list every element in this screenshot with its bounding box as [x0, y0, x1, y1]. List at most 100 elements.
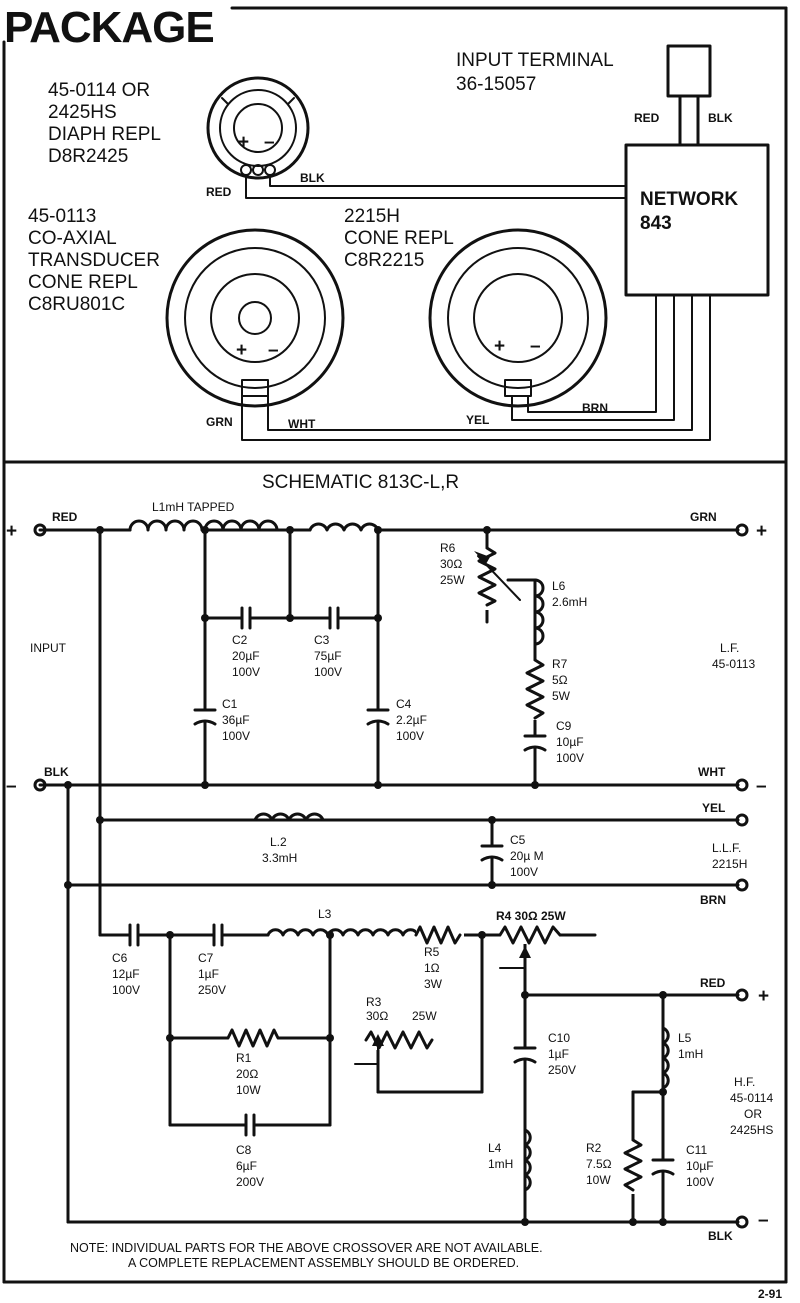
- capacitor-c4: [366, 708, 390, 726]
- c7-rating: 250V: [198, 983, 226, 997]
- resistor-r7: [525, 658, 545, 720]
- capacitor-c2: [240, 606, 252, 630]
- r3-name: R3: [366, 995, 382, 1009]
- out-plus-hf: +: [758, 986, 769, 1007]
- r7-rating: 5W: [552, 689, 571, 703]
- schematic-wiring: [38, 528, 740, 1224]
- r1-value: 20Ω: [236, 1067, 258, 1081]
- capacitor-c7: [212, 923, 224, 947]
- hf-part-b: 2425HS: [730, 1123, 773, 1137]
- coax-part-5: C8RU801C: [28, 294, 125, 315]
- schematic-terminals: [33, 523, 749, 1229]
- coax-part-4: CONE REPL: [28, 272, 138, 293]
- c4-rating: 100V: [396, 729, 424, 743]
- capacitor-c9: [523, 734, 547, 752]
- c11-value: 10µF: [686, 1159, 714, 1173]
- network-label: NETWORK: [640, 189, 738, 210]
- input-red-label: RED: [52, 510, 78, 524]
- coax-wht-label: WHT: [288, 417, 316, 431]
- out-plus-lf: +: [756, 521, 767, 542]
- r5-value: 1Ω: [424, 961, 440, 975]
- schematic-title: SCHEMATIC 813C-L,R: [262, 472, 459, 493]
- c6-value: 12µF: [112, 967, 140, 981]
- coax-part-2: CO-AXIAL: [28, 228, 117, 249]
- network-box: [624, 143, 770, 297]
- hf-plus: +: [238, 132, 249, 153]
- out-yel-label: YEL: [702, 801, 725, 815]
- l3-name: L3: [318, 907, 332, 921]
- capacitor-c8: [244, 1113, 256, 1137]
- lf-label: L.F.: [720, 641, 739, 655]
- hf-part-3: DIAPH REPL: [48, 124, 161, 145]
- input-terminal-label: INPUT TERMINAL: [456, 50, 614, 71]
- out-red-label: RED: [700, 976, 726, 990]
- c10-name: C10: [548, 1031, 570, 1045]
- inductor-l1-c: [308, 522, 380, 532]
- l1-label: L1mH TAPPED: [152, 500, 235, 514]
- r2-rating: 10W: [586, 1173, 611, 1187]
- capacitor-c10: [513, 1046, 537, 1064]
- terminal-blk-label: BLK: [708, 111, 733, 125]
- pictorial-wiring: [241, 174, 711, 441]
- c1-rating: 100V: [222, 729, 250, 743]
- c9-value: 10µF: [556, 735, 584, 749]
- llf-part: 2215H: [712, 857, 747, 871]
- llf-label: L.L.F.: [712, 841, 741, 855]
- l6-name: L6: [552, 579, 566, 593]
- junction-dots: [64, 526, 667, 1226]
- out-blk-label: BLK: [708, 1229, 733, 1243]
- c4-value: 2.2µF: [396, 713, 427, 727]
- lf-part: 45-0113: [712, 657, 755, 671]
- c10-value: 1µF: [548, 1047, 569, 1061]
- hf-part-2: 2425HS: [48, 102, 117, 123]
- coax-minus: –: [268, 340, 279, 361]
- woofer-minus: –: [530, 336, 541, 357]
- c3-rating: 100V: [314, 665, 342, 679]
- c10-rating: 250V: [548, 1063, 576, 1077]
- inductor-l2: [253, 812, 325, 822]
- input-plus: +: [6, 521, 17, 542]
- capacitor-c1: [193, 708, 217, 726]
- r5-rating: 3W: [424, 977, 443, 991]
- c6-rating: 100V: [112, 983, 140, 997]
- c11-rating: 100V: [686, 1175, 714, 1189]
- c8-name: C8: [236, 1143, 252, 1157]
- c5-name: C5: [510, 833, 526, 847]
- r3-rating-visible: 25W: [412, 1009, 437, 1023]
- woofer-part-1: 2215H: [344, 206, 400, 227]
- woofer-part-2: CONE REPL: [344, 228, 454, 249]
- r2-name: R2: [586, 1141, 602, 1155]
- capacitor-c6: [128, 923, 140, 947]
- hf-driver: [206, 76, 310, 180]
- c2-rating: 100V: [232, 665, 260, 679]
- l5-name: L5: [678, 1031, 692, 1045]
- coax-transducer: [165, 228, 345, 408]
- l6-value: 2.6mH: [552, 595, 587, 609]
- c7-name: C7: [198, 951, 214, 965]
- r6-name: R6: [440, 541, 456, 555]
- l2-value: 3.3mH: [262, 851, 297, 865]
- inductor-l4: [523, 1128, 532, 1192]
- network-number: 843: [640, 213, 672, 234]
- r5-name: R5: [424, 945, 440, 959]
- c7-value: 1µF: [198, 967, 219, 981]
- inductor-l5: [661, 1026, 670, 1090]
- r6-value: 30Ω: [440, 557, 462, 571]
- r6-rating: 25W: [440, 573, 465, 587]
- r7-value: 5Ω: [552, 673, 568, 687]
- out-brn-label: BRN: [700, 893, 726, 907]
- c3-name: C3: [314, 633, 330, 647]
- l4-name: L4: [488, 1141, 502, 1155]
- hf-blk-label: BLK: [300, 171, 325, 185]
- hf-label: H.F.: [734, 1075, 755, 1089]
- input-terminal-part: 36-15057: [456, 74, 536, 95]
- coax-part-1: 45-0113: [28, 206, 96, 227]
- capacitor-c3: [328, 606, 340, 630]
- woofer-yel-label: YEL: [466, 413, 489, 427]
- l2-name: L.2: [270, 835, 287, 849]
- c8-rating: 200V: [236, 1175, 264, 1189]
- resistor-r4: [498, 925, 562, 981]
- input-blk-label: BLK: [44, 765, 69, 779]
